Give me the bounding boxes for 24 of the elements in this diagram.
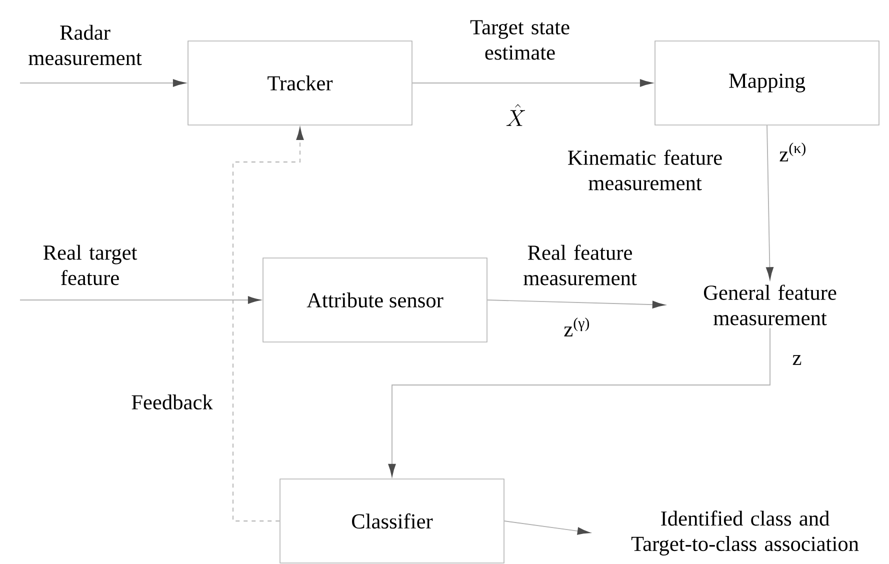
edge-label: Target state estimate bbox=[470, 20, 570, 60]
edge-label: z bbox=[792, 355, 802, 365]
process-box: Classifier bbox=[280, 478, 504, 564]
arrow bbox=[388, 328, 770, 476]
output-text: General feature measurement bbox=[704, 284, 836, 326]
arrow bbox=[486, 300, 665, 308]
arrow bbox=[20, 296, 260, 304]
symbol-label: z$^{(κ)}$ bbox=[780, 142, 806, 162]
edge-label: Kinematic feature measurement bbox=[568, 150, 722, 190]
edge-label: Real feature measurement bbox=[524, 244, 637, 286]
output-text: Identified class and Target-to-class association bbox=[631, 510, 859, 556]
edge-label: Radar measurement bbox=[28, 24, 142, 66]
arrow bbox=[766, 124, 774, 280]
arrow bbox=[504, 520, 590, 535]
process-box: Attribute sensor bbox=[262, 258, 488, 342]
edge-label: Real target feature bbox=[43, 244, 138, 286]
arrow bbox=[412, 79, 652, 87]
symbol-label: z$^{(γ)}$ bbox=[564, 318, 589, 336]
arrow bbox=[20, 79, 186, 87]
process-box: Mapping bbox=[654, 40, 880, 126]
symbol-label: $\hat{X}$ bbox=[506, 104, 526, 126]
process-box: Tracker bbox=[188, 40, 412, 126]
arrow bbox=[232, 128, 304, 522]
edge-label: Feedback bbox=[132, 394, 213, 410]
